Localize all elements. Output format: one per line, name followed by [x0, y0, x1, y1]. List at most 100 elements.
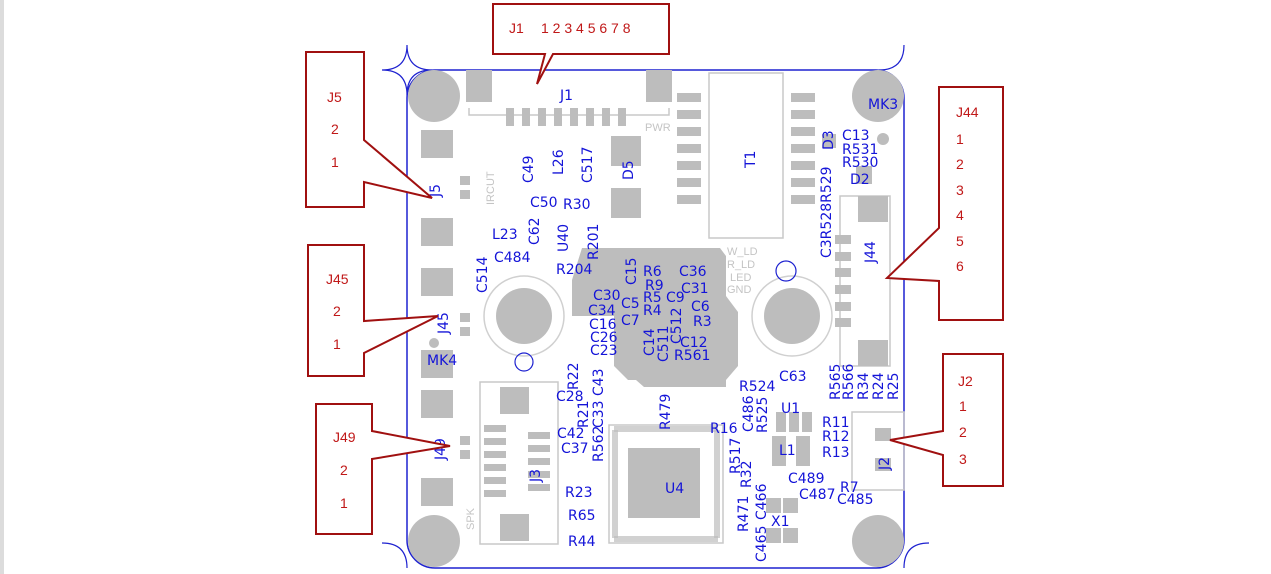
label-c63: C63 — [779, 369, 807, 385]
label-r204: R204 — [556, 262, 593, 278]
callout-j45: J45 2 1 — [307, 244, 439, 377]
label-l23: L23 — [492, 227, 518, 243]
lens-mount-right — [764, 288, 820, 344]
callout-j2-pin: 2 — [959, 424, 967, 440]
label-c7: C7 — [621, 313, 640, 329]
label-j5: J5 — [428, 184, 444, 198]
callout-j45-pin: 1 — [333, 336, 341, 352]
label-r566: R566 — [841, 363, 857, 400]
label-c514: C514 — [475, 256, 491, 293]
label-x1: X1 — [771, 514, 790, 530]
mount-hole-tl — [408, 70, 460, 122]
label-r517: R517 — [728, 438, 744, 474]
label-r3: R3 — [693, 314, 712, 330]
t1-module — [677, 72, 815, 239]
label-c36: C36 — [679, 264, 707, 280]
label-c23: C23 — [590, 343, 618, 359]
label-c16: C16 — [589, 317, 617, 333]
label-l26: L26 — [551, 149, 567, 175]
label-c50: C50 — [530, 195, 558, 211]
label-c517: C517 — [580, 147, 596, 184]
label-c484: C484 — [494, 250, 531, 266]
label-c487: C487 — [799, 487, 836, 503]
label-r44: R44 — [568, 534, 596, 550]
callout-j44-pin: 3 — [956, 182, 964, 198]
gnd-label: GND — [727, 284, 752, 296]
label-j3: J3 — [528, 469, 544, 483]
label-r25: R25 — [886, 372, 902, 400]
label-c485: C485 — [837, 492, 874, 508]
label-c14: C14 — [642, 328, 658, 356]
label-c13: C13 — [842, 128, 870, 144]
label-d2: D2 — [850, 172, 870, 188]
label-r30: R30 — [563, 197, 591, 213]
label-r201: R201 — [586, 224, 602, 260]
label-c33: C33 — [591, 400, 607, 428]
label-j2: J2 — [877, 457, 893, 471]
label-r5: R5 — [643, 290, 662, 306]
callout-j44-pin: 1 — [956, 131, 964, 147]
label-r524: R524 — [739, 379, 776, 395]
label-mk3: MK3 — [868, 97, 898, 113]
spk-label: SPK — [465, 507, 477, 530]
label-d5: D5 — [621, 160, 637, 180]
window-edge — [0, 0, 4, 574]
label-l1: L1 — [779, 443, 796, 459]
label-r22: R22 — [566, 362, 582, 390]
label-u1: U1 — [781, 401, 800, 417]
label-c49: C49 — [521, 155, 537, 183]
label-r24: R24 — [871, 372, 887, 400]
mount-hole-br — [852, 515, 904, 567]
label-c43: C43 — [591, 368, 607, 396]
label-r65: R65 — [568, 508, 596, 524]
callout-j44-pin: 6 — [956, 258, 964, 274]
label-c15: C15 — [624, 257, 640, 285]
lens-mount-left — [496, 288, 552, 344]
callout-j45-title: J45 — [326, 271, 349, 287]
label-c28: C28 — [556, 389, 584, 405]
label-r7: R7 — [840, 480, 859, 496]
label-r6: R6 — [643, 264, 662, 280]
fiducial-star-tl — [381, 44, 433, 96]
label-r479: R479 — [658, 394, 674, 430]
label-u40: U40 — [556, 224, 572, 252]
silk-labels: J1 MK3 MK4 C13 R531 R530 D2 C50 R30 L23 … — [427, 88, 898, 550]
callout-j49-pin: 1 — [340, 495, 348, 511]
callout-j5-title: J5 — [327, 89, 342, 105]
callout-j44: J44 1 2 3 4 5 6 — [884, 86, 1004, 321]
callout-j5: J5 2 1 — [305, 51, 433, 208]
label-r12: R12 — [822, 429, 850, 445]
callout-j1-title: J1 — [509, 20, 524, 36]
callout-j49: J49 2 1 — [315, 403, 451, 535]
callout-j44-pin: 4 — [956, 207, 964, 223]
label-r23: R23 — [565, 485, 593, 501]
callout-j45-pin: 2 — [333, 303, 341, 319]
shield-area — [572, 248, 738, 387]
label-c34: C34 — [588, 303, 616, 319]
callout-j1: J1 1 2 3 4 5 6 7 8 — [492, 3, 670, 85]
label-r471: R471 — [736, 496, 752, 532]
label-r565: R565 — [828, 364, 844, 400]
label-c30: C30 — [593, 288, 621, 304]
label-c12: C12 — [680, 335, 708, 351]
label-u4: U4 — [665, 481, 684, 497]
callout-j2-title: J2 — [958, 373, 973, 389]
label-c26: C26 — [590, 330, 618, 346]
label-r16: R16 — [710, 421, 738, 437]
label-c466: C466 — [754, 483, 770, 520]
label-c512: C512 — [669, 308, 685, 345]
ircut-label: IRCUT — [485, 171, 497, 205]
label-t1: T1 — [743, 151, 759, 169]
w-ld-label: W_LD — [727, 246, 758, 258]
u4-chip — [608, 424, 724, 544]
label-j45: J45 — [436, 312, 452, 335]
label-c3-r528-r529: C3R528R529 — [819, 166, 835, 258]
mount-hole-tr — [852, 70, 904, 122]
label-c489: C489 — [788, 471, 825, 487]
callout-j44-pin: 2 — [956, 156, 964, 172]
mounting-holes — [408, 70, 904, 567]
label-c37: C37 — [561, 441, 589, 457]
callout-j1-pins: 1 2 3 4 5 6 7 8 — [541, 20, 631, 36]
callout-j2-pin: 1 — [959, 398, 967, 414]
